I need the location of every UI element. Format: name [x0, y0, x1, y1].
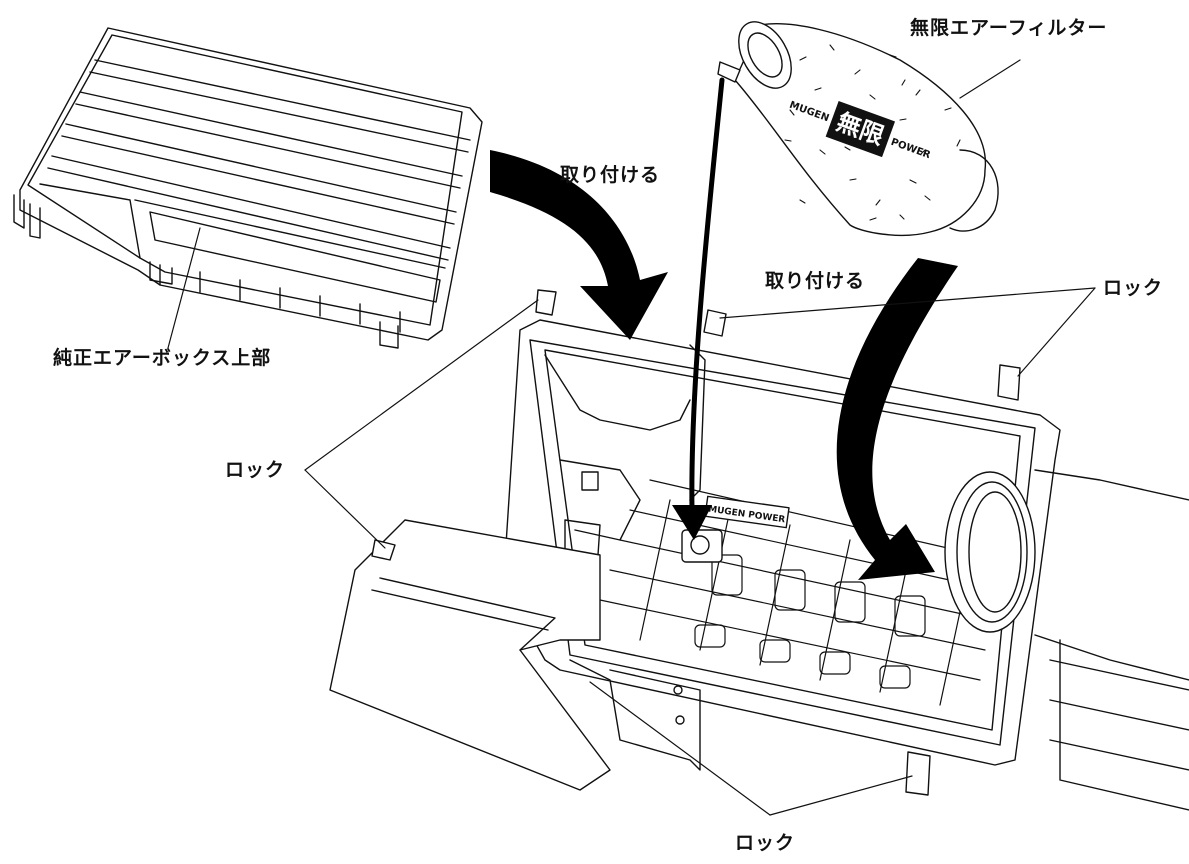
- arrow-thin-head: [672, 505, 712, 540]
- label-attach-top: 取り付ける: [560, 164, 661, 186]
- leader-lock-bottom-left: [589, 681, 771, 816]
- leader-stock-airbox: [167, 227, 201, 349]
- label-mugen-filter: 無限エアーフィルター: [910, 17, 1108, 39]
- leader-lines: [167, 59, 1096, 816]
- label-lock-bottom: ロック: [735, 832, 796, 854]
- leader-lock-bottom-right: [769, 775, 913, 816]
- label-attach-right: 取り付ける: [765, 270, 866, 292]
- mugen-filter: 無限 MUGEN POWER: [717, 21, 999, 237]
- arrow-curved-right: [836, 258, 958, 580]
- arrow-thin-vertical: [689, 77, 725, 513]
- leader-lock-top-right: [1017, 287, 1096, 377]
- airbox-lower: MUGEN POWER: [329, 289, 1189, 811]
- label-stock-airbox-upper: 純正エアーボックス上部: [53, 347, 272, 369]
- leader-filter: [959, 59, 1021, 99]
- label-lock-top-right: ロック: [1103, 277, 1164, 299]
- leader-lock-left-bottom: [304, 469, 386, 549]
- leader-lock-top-mid: [719, 287, 1096, 319]
- stock-airbox-upper: [13, 27, 483, 349]
- arrow-curved-top: [490, 150, 668, 340]
- leader-lock-left-top: [304, 299, 539, 471]
- label-lock-left: ロック: [225, 459, 286, 481]
